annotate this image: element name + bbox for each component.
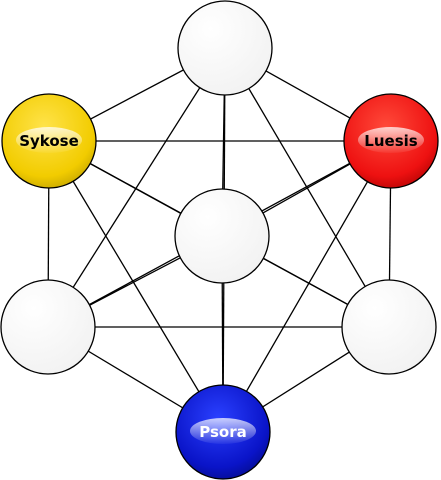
node-label-upper-left: Sykose: [19, 132, 79, 150]
node-center: [174, 188, 270, 284]
node-circle-center: [174, 188, 270, 284]
edge-upper-right-bottom: [222, 140, 392, 433]
edge-top-lower-left: [47, 47, 226, 328]
node-bottom: Psora: [175, 384, 271, 480]
node-upper-right: Luesis: [343, 93, 439, 189]
node-lower-right: [341, 279, 437, 375]
node-label-bottom: Psora: [199, 423, 246, 441]
node-circle-top: [177, 0, 273, 96]
node-upper-left: Sykose: [1, 93, 97, 189]
node-circle-lower-right: [341, 279, 437, 375]
node-circle-lower-left: [0, 279, 96, 375]
node-gloss-upper-right: [358, 127, 424, 153]
node-label-upper-right: Luesis: [364, 132, 417, 150]
edge-upper-left-bottom: [48, 140, 224, 433]
node-gloss-bottom: [190, 418, 256, 444]
node-gloss-upper-left: [16, 127, 82, 153]
node-top: [177, 0, 273, 96]
node-lower-left: [0, 279, 96, 375]
